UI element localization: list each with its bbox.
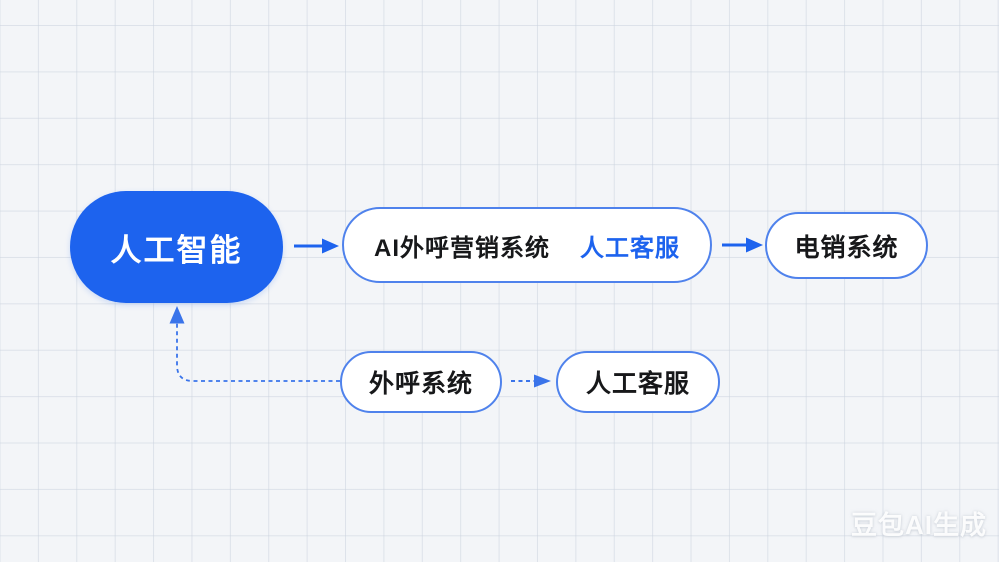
node-agent-label: 人工客服 [585, 370, 690, 398]
node-telemarketing-label: 电销系统 [794, 233, 899, 262]
watermark: 豆包AI生成 [850, 510, 987, 540]
arrow-marketing-to-telemarketing [722, 237, 763, 253]
node-marketing-label: AI外呼营销系统 [374, 234, 550, 262]
node-marketing-sublabel: 人工客服 [580, 234, 680, 262]
node-marketing: AI外呼营销系统 人工客服 [342, 207, 712, 283]
node-outbound: 外呼系统 [340, 351, 502, 413]
node-ai-label: 人工智能 [110, 232, 243, 268]
node-telemarketing: 电销系统 [765, 212, 928, 279]
node-agent: 人工客服 [556, 351, 720, 413]
arrow-ai-to-marketing [294, 238, 339, 254]
arrow-outbound-to-agent [511, 374, 551, 388]
arrow-outbound-to-ai [169, 306, 340, 382]
node-outbound-label: 外呼系统 [368, 370, 473, 398]
node-ai: 人工智能 [70, 191, 283, 303]
